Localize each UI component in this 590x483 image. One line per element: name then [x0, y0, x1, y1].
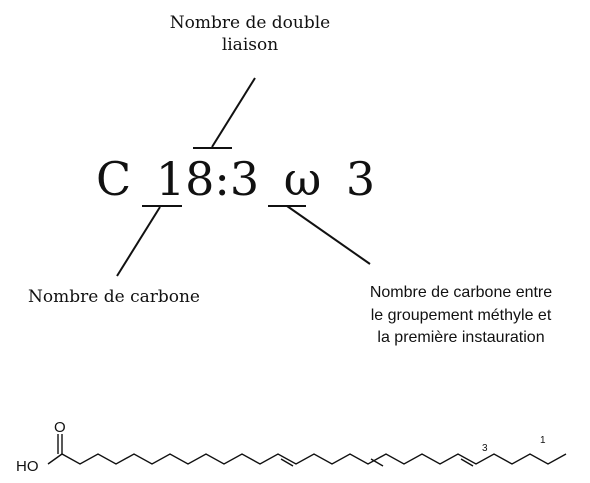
label-omega-line1: Nombre de carbone entre	[369, 284, 553, 301]
carbon-marker-1: 1	[540, 435, 546, 446]
hydroxyl-label: HO	[16, 458, 39, 475]
formula-omega-position: 3	[345, 152, 376, 206]
leader-carbon-count	[116, 206, 161, 277]
fatty-acid-formula: C 18:3 ω 3	[96, 152, 375, 206]
formula-double-bond-count: 3	[229, 152, 260, 206]
label-double-bond-line2: liaison	[221, 35, 279, 56]
leader-omega-position	[286, 205, 371, 265]
double-bond-c12	[370, 458, 384, 467]
leader-double-bond-count	[211, 77, 256, 148]
double-bond-c9	[280, 458, 294, 467]
label-omega-line3: la première instauration	[377, 329, 545, 347]
formula-omega-symbol: ω	[283, 152, 322, 206]
label-omega-line2: le groupement méthyle et	[370, 306, 552, 324]
alpha-linolenic-acid-structure	[47, 434, 567, 467]
label-carbon-count: Nombre de carbone	[28, 287, 200, 307]
formula-separator: :	[214, 152, 230, 206]
label-double-bond-count: Nombre de double liaison	[140, 12, 360, 56]
label-double-bond-line1: Nombre de double	[169, 13, 331, 33]
carbon-marker-3: 3	[482, 443, 488, 454]
label-omega-position: Nombre de carbone entre le groupement mé…	[330, 282, 590, 350]
oxygen-atom-label: O	[54, 419, 66, 436]
formula-prefix: C	[96, 152, 132, 206]
double-bond-c15	[460, 458, 474, 467]
carbon-chain	[47, 453, 567, 465]
formula-carbon-count: 18	[155, 152, 215, 206]
